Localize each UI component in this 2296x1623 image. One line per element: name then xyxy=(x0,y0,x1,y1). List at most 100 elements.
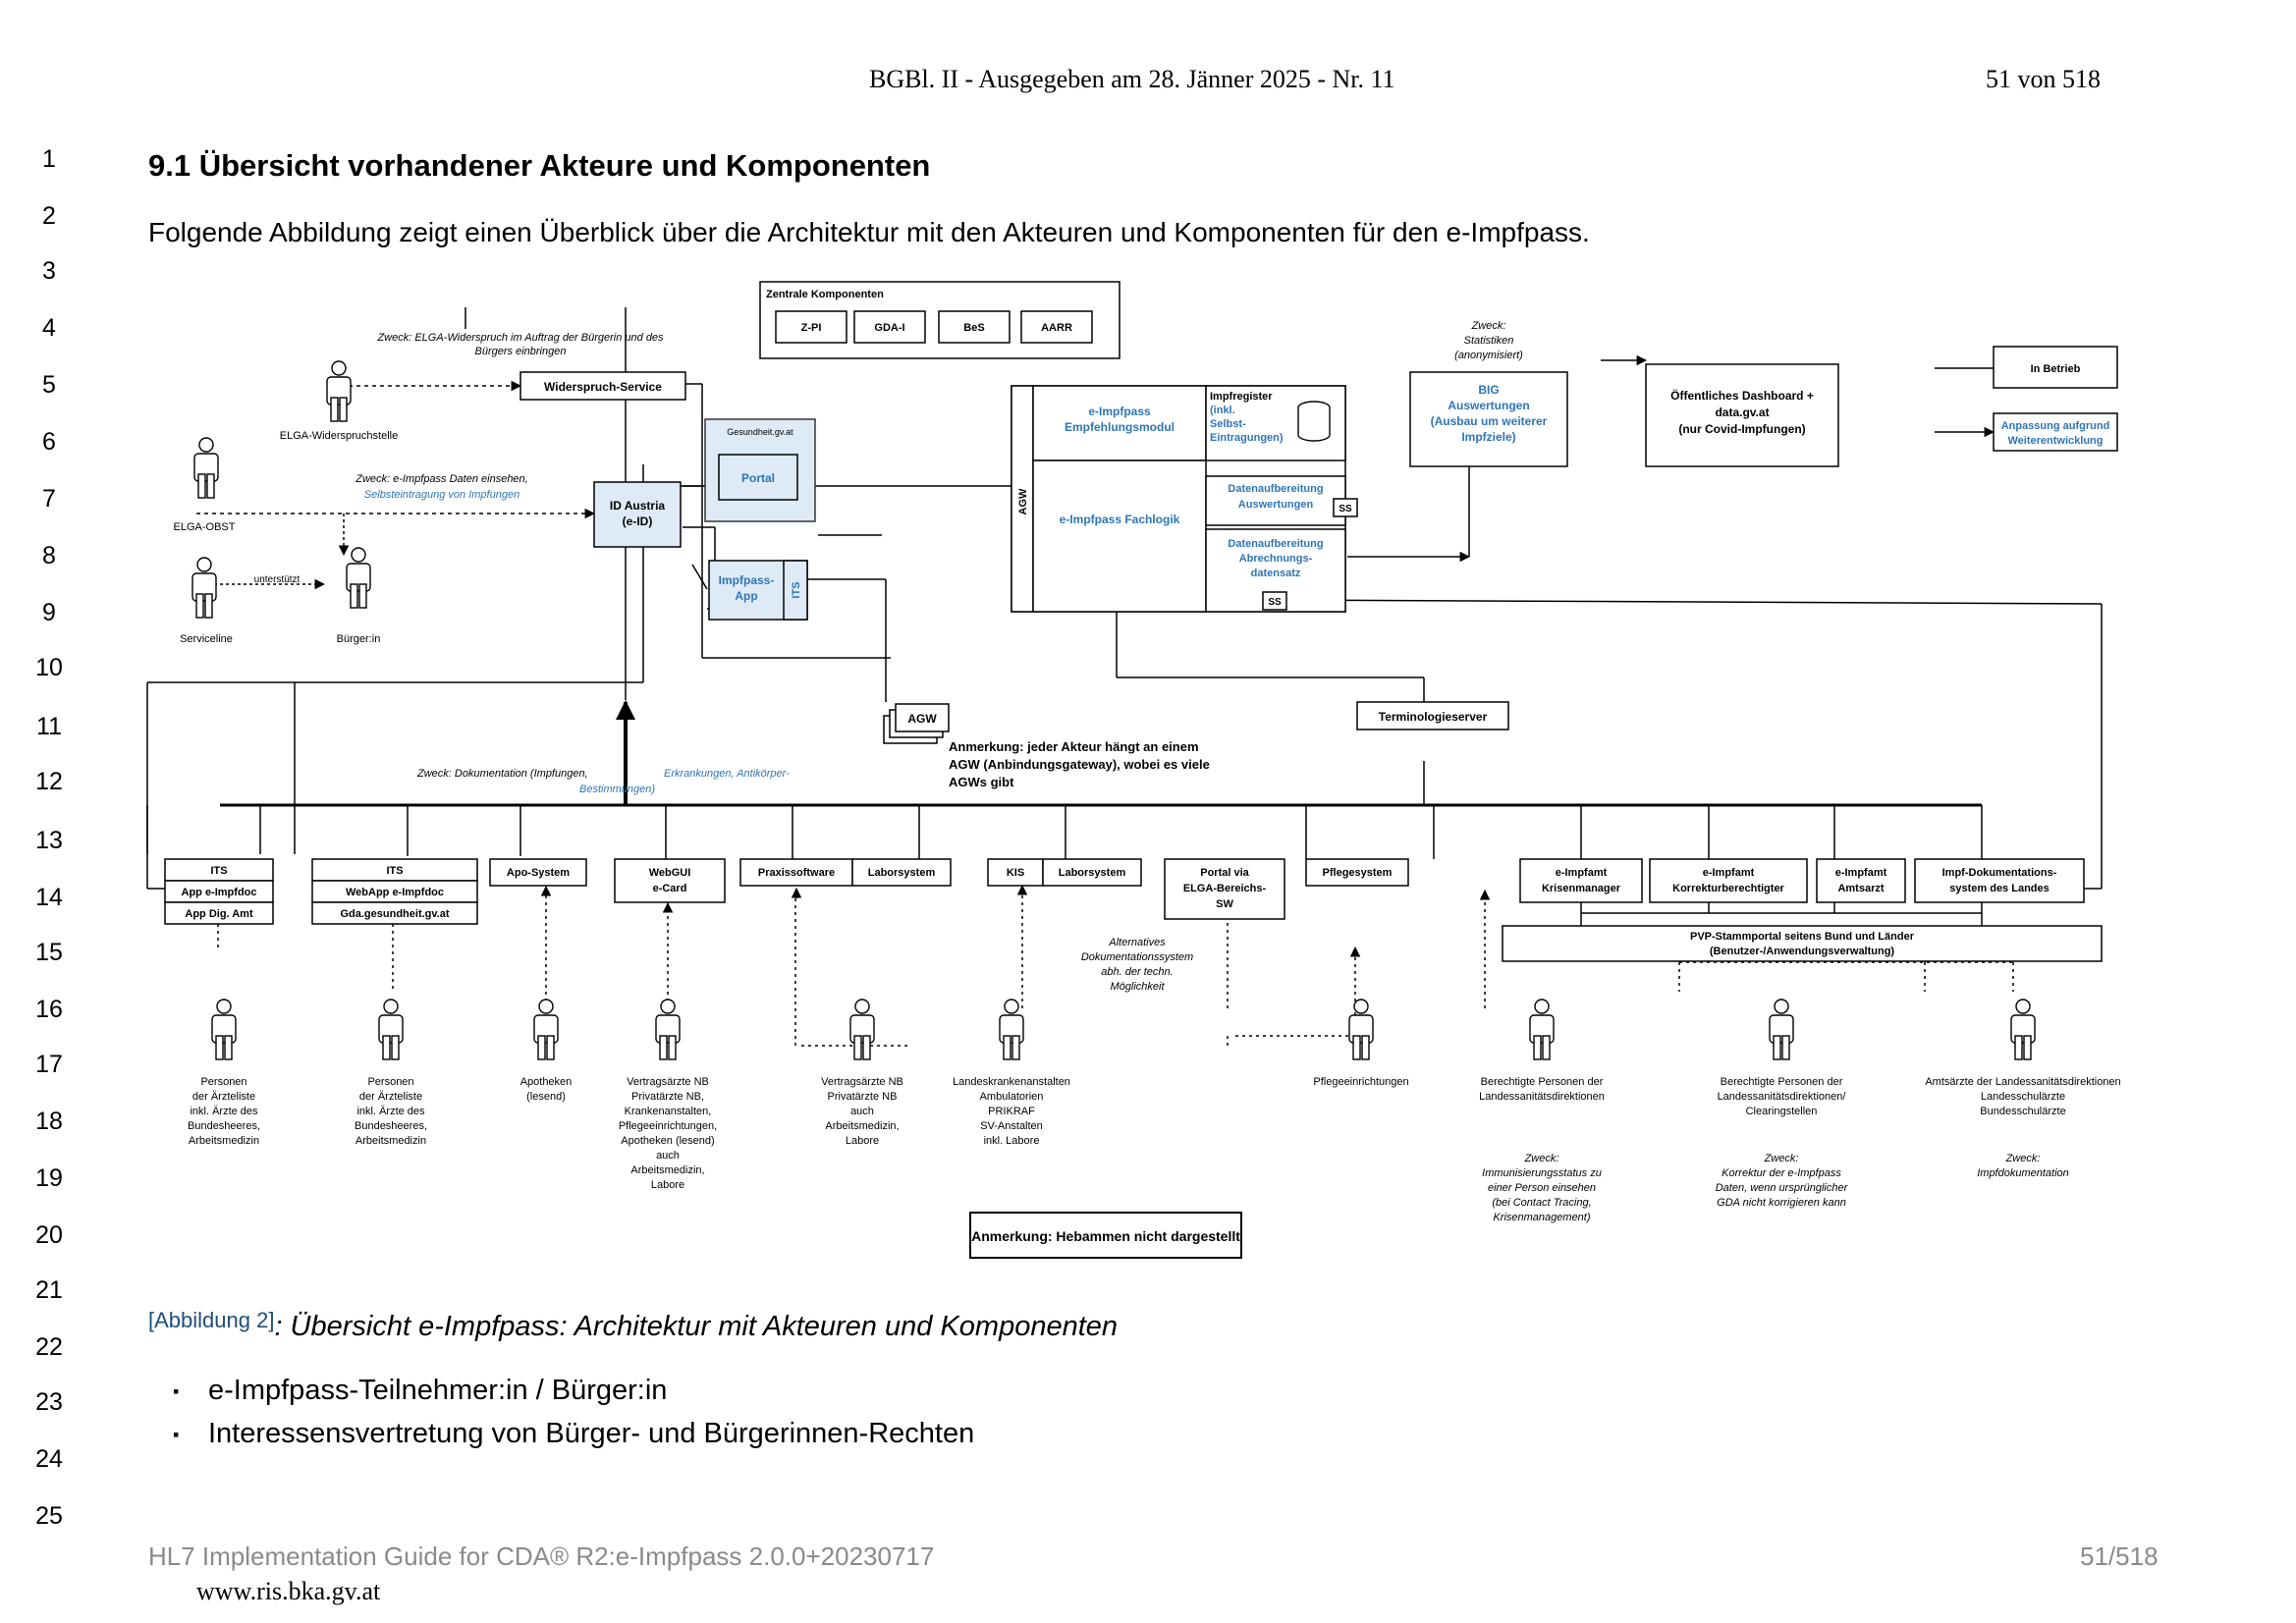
apo-system-label: Apo-System xyxy=(507,867,570,879)
line-number: 5 xyxy=(42,371,56,399)
empfehlungsmodul-label-line: Empfehlungsmodul xyxy=(1065,420,1175,434)
person-aerzteliste-1-icon xyxy=(211,999,237,1060)
widerspruch-service-box xyxy=(519,371,686,401)
e-impfamt-korrektur-box xyxy=(1649,858,1808,903)
section-heading: 9.1 Übersicht vorhandener Akteure und Ko… xyxy=(148,148,931,183)
zweck-immunisierung-text-line: Zweck: xyxy=(1524,1153,1559,1164)
datenauf-auswertung-label-line: Datenaufbereitung xyxy=(1228,483,1323,495)
fachlogik-box xyxy=(1032,460,1207,613)
e-impfamt-krisenmanager-label-line: e-Impfamt xyxy=(1556,867,1608,879)
zentrale-komponenten-title: Zentrale Komponenten xyxy=(766,289,884,300)
person-aerzteliste-2-label-line: der Ärzteliste xyxy=(359,1091,422,1103)
person-amtsaerzte-label-line: Bundesschulärzte xyxy=(1980,1106,2065,1117)
legend-anpassung-label-line: Weiterentwicklung xyxy=(2008,435,2104,447)
line-number: 22 xyxy=(35,1333,63,1361)
person-aerzteliste-2-label-line: Arbeitsmedizin xyxy=(355,1135,426,1147)
line-number: 24 xyxy=(35,1445,63,1473)
its-webapp-e-impfdoc-label-line: ITS xyxy=(386,865,403,877)
actor-serviceline: Serviceline xyxy=(180,633,233,645)
person-landeskrankenanstalten-label-line: Landeskrankenanstalten xyxy=(953,1076,1070,1088)
zentrale-item-label: AARR xyxy=(1041,322,1072,334)
its-app-e-impfdoc-label-line: App Dig. Amt xyxy=(185,908,253,920)
portal-label-line: Portal xyxy=(741,471,775,485)
connector-lines xyxy=(146,307,2103,1047)
zentrale-item-label: Z-PI xyxy=(801,322,822,334)
zweck-korrektur-text-line: GDA nicht korrigieren kann xyxy=(1717,1197,1846,1209)
e-impfamt-amtsarzt-box xyxy=(1816,858,1906,903)
anmerkung-agw-text-line: AGWs gibt xyxy=(949,775,1014,789)
terminologieserver-box xyxy=(1356,701,1509,730)
id-austria-label: ID Austria(e-ID) xyxy=(610,499,666,528)
impfregister-label-line: (inkl. xyxy=(1210,405,1235,416)
person-landessanitaet-1-icon xyxy=(1529,999,1555,1060)
big-label-line: BIG xyxy=(1478,383,1499,397)
zweck-impfdoku-text-line: Zweck: xyxy=(2005,1153,2041,1164)
big-label-line: Auswertungen xyxy=(1448,399,1529,412)
zentrale-item-label-line: AARR xyxy=(1041,322,1072,334)
kis-box xyxy=(987,858,1044,887)
zentrale-item-box xyxy=(938,310,1011,344)
praxissoftware-label-line: Praxissoftware xyxy=(758,867,835,879)
line-number: 25 xyxy=(35,1502,63,1530)
portal-elga-box xyxy=(1164,858,1285,920)
actor-buerger: Bürger:in xyxy=(337,633,381,645)
impfpass-app-label-line: Impfpass- xyxy=(719,573,775,587)
line-number: 20 xyxy=(35,1221,63,1249)
zweck-statistik-text-line: (anonymisiert) xyxy=(1454,350,1523,361)
big-box xyxy=(1409,371,1568,467)
figure-reference[interactable]: [Abbildung 2] xyxy=(148,1308,275,1332)
terminologieserver-label: Terminologieserver xyxy=(1379,710,1488,724)
its-webapp-e-impfdoc-label-line: WebApp e-Impfdoc xyxy=(346,887,444,898)
its-webapp-e-impfdoc-label: ITS xyxy=(386,865,403,877)
zentrale-item-label-line: BeS xyxy=(963,322,984,334)
person-amtsaerzte-label-line: Amtsärzte der Landessanitätsdirektionen xyxy=(1925,1076,2120,1088)
impfpass-app-label: Impfpass- App xyxy=(719,573,775,603)
person-aerzteliste-1-label-line: der Ärzteliste xyxy=(192,1091,255,1103)
actor-elga-obst-line: ELGA-OBST xyxy=(174,521,236,533)
person-vertragsaerzte-1-label-line: Vertragsärzte NB xyxy=(627,1076,709,1088)
person-elga-obst-icon xyxy=(193,437,219,499)
e-impfamt-krisenmanager-label-line: Krisenmanager xyxy=(1542,883,1621,894)
impfpass-app-label-line: App xyxy=(735,589,757,603)
line-number: 13 xyxy=(35,827,63,854)
person-aerzteliste-2-label-line: Bundesheeres, xyxy=(355,1120,427,1132)
person-landeskrankenanstalten-label-line: SV-Anstalten xyxy=(980,1120,1043,1132)
id-austria-label-line: ID Austria xyxy=(610,499,666,513)
zweck-widerspruch-text-line: Zweck: ELGA-Widerspruch im Auftrag der B… xyxy=(376,332,664,344)
person-landeskrankenanstalten-label-line: Ambulatorien xyxy=(980,1091,1044,1103)
e-impfamt-krisenmanager-box xyxy=(1519,858,1643,903)
dashboard-label-line: data.gv.at xyxy=(1715,406,1769,419)
selbsteintragung-text-line: Selbsteintragung von Impfungen xyxy=(364,489,519,501)
person-pflegeeinrichtungen-label-line: Pflegeeinrichtungen xyxy=(1313,1076,1408,1088)
impf-dokumentationssystem-landes-label-line: system des Landes xyxy=(1949,883,2050,894)
impfregister-label-line: Selbst- xyxy=(1210,418,1246,430)
dashboard-box xyxy=(1645,363,1839,467)
zentrale-item-label: BeS xyxy=(963,322,984,334)
fachlogik-label-line: e-Impfpass Fachlogik xyxy=(1060,513,1180,526)
person-aerzteliste-1-label-line: Personen xyxy=(200,1076,246,1088)
person-vertragsaerzte-2-label-line: Vertragsärzte NB xyxy=(821,1076,903,1088)
empfehlungsmodul-label-line: e-Impfpass xyxy=(1088,405,1151,418)
zweck-immunisierung-text-line: Krisenmanagement) xyxy=(1493,1212,1590,1223)
person-aerzteliste-2-label-line: Personen xyxy=(367,1076,413,1088)
anmerkung-agw-text-line: Anmerkung: jeder Akteur hängt an einem xyxy=(949,739,1199,754)
line-number: 1 xyxy=(42,145,56,173)
line-number: 15 xyxy=(35,939,63,966)
person-vertragsaerzte-2-label-line: Privatärzte NB xyxy=(828,1091,898,1103)
person-landessanitaet-2-icon xyxy=(1769,999,1794,1060)
person-landeskrankenanstalten-label-line: PRIKRAF xyxy=(988,1106,1035,1117)
selbsteintragung-text: Selbsteintragung von Impfungen xyxy=(364,489,519,501)
person-elga-widerspruchstelle-icon xyxy=(326,360,352,422)
footer-url-link[interactable]: www.ris.bka.gv.at xyxy=(196,1577,381,1605)
zweck-impfdoku-text: Zweck:Impfdokumentation xyxy=(1977,1153,2069,1179)
line-number: 7 xyxy=(42,485,56,513)
person-aerzteliste-2-label-line: inkl. Ärzte des xyxy=(356,1106,425,1117)
